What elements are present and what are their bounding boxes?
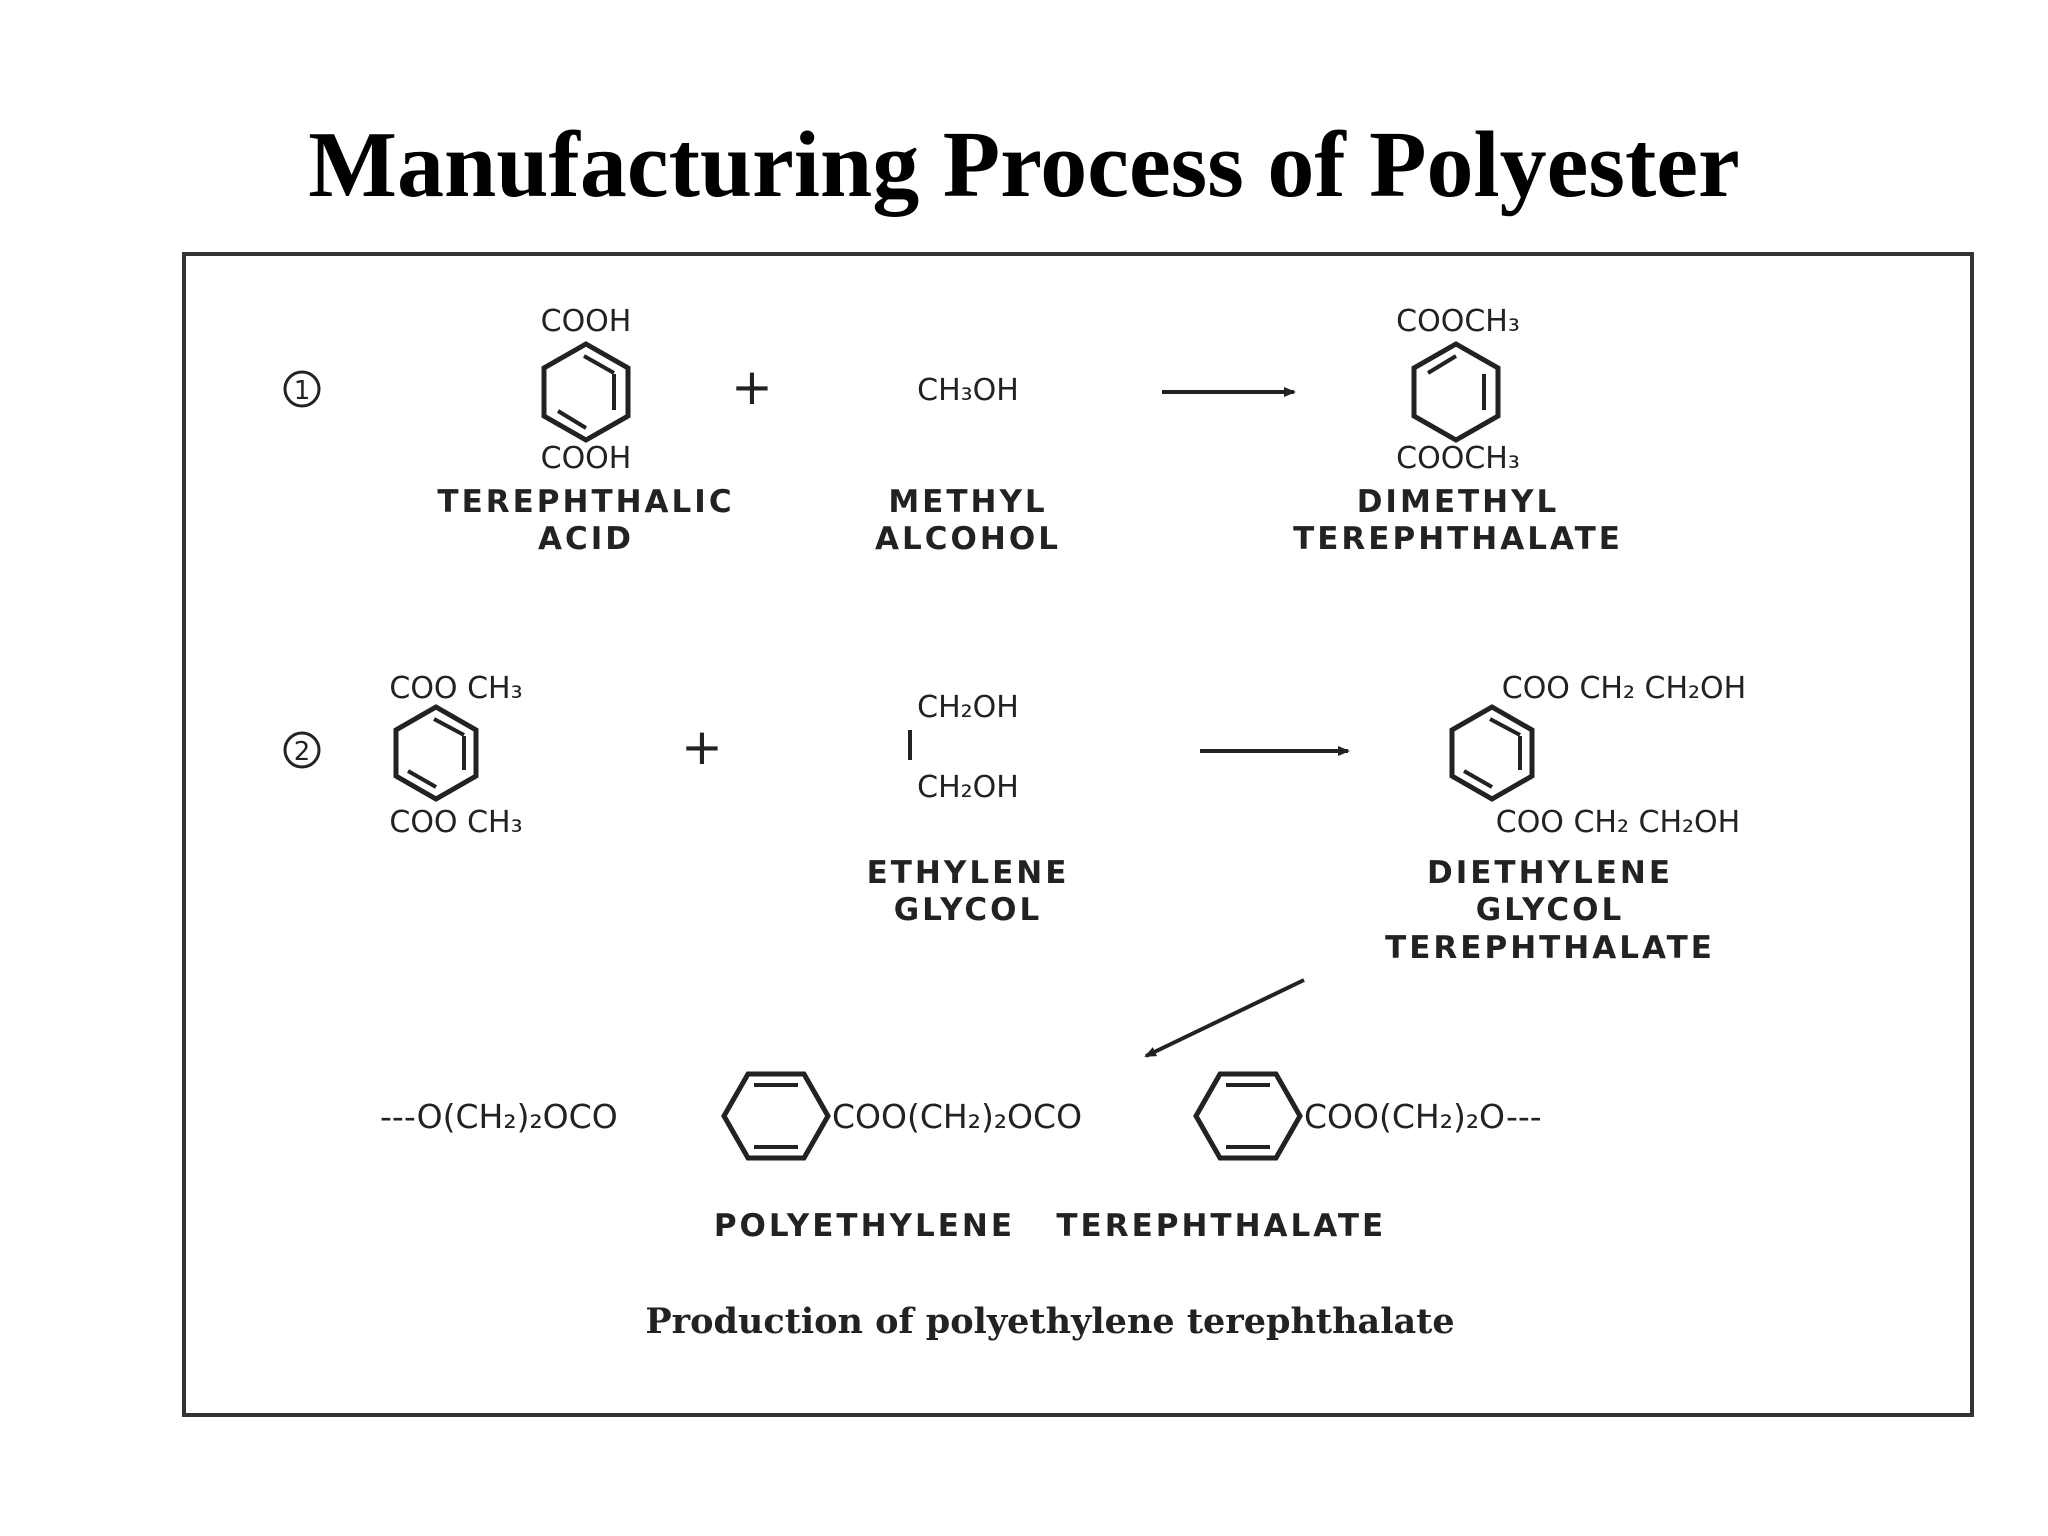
polyethylene-terephthalate: ---O(CH₂)₂OCO COO(CH₂)₂OCO COO(CH₂)₂O---… — [380, 1071, 1542, 1244]
ethylene-glycol: CH₂OH CH₂OH ETHYLENE GLYCOL — [867, 690, 1070, 928]
methyl-alcohol: CH₃OH METHYL ALCOHOL — [875, 373, 1061, 557]
polymer-label: POLYETHYLENE TEREPHTHALATE — [714, 1208, 1386, 1244]
diethylene-glycol-terephthalate: COO CH₂ CH₂OH COO CH₂ CH₂OH DIETHYLENE G… — [1385, 671, 1746, 966]
ethylene-glycol-label-2: GLYCOL — [894, 892, 1043, 928]
step-2: 2 COO CH₃ COO CH₃ + CH₂OH CH₂OH ETHYLENE… — [283, 671, 1746, 966]
polymerization-arrow — [1144, 978, 1305, 1058]
plus-sign-1: + — [731, 358, 773, 416]
plus-sign-2: + — [681, 718, 723, 776]
benzene-ring — [1449, 704, 1535, 802]
dimethyl-terephthalate-reactant: COO CH₃ COO CH₃ — [389, 671, 522, 840]
benzene-ring — [1193, 1071, 1303, 1161]
dgt-label-3: TEREPHTHALATE — [1385, 930, 1715, 966]
step-1: 1 COOH COOH TEREPHTHALIC ACID + CH₃OH ME… — [283, 304, 1623, 557]
diagram-caption: Production of polyethylene terephthalate — [645, 1301, 1454, 1342]
ethylene-glycol-label-1: ETHYLENE — [867, 855, 1070, 891]
reaction-diagram-frame: 1 COOH COOH TEREPHTHALIC ACID + CH₃OH ME… — [182, 252, 1974, 1417]
dmt-label-1: DIMETHYL — [1357, 484, 1560, 520]
step-1-marker — [283, 370, 321, 408]
reaction-diagram: 1 COOH COOH TEREPHTHALIC ACID + CH₃OH ME… — [283, 304, 1746, 1342]
dmt-bottom-group: COOCH₃ — [1396, 441, 1520, 476]
dmt2-top-group: COO CH₃ — [389, 671, 522, 706]
dmt-label-2: TEREPHTHALATE — [1293, 521, 1623, 557]
benzene-ring — [1411, 341, 1501, 443]
dmt-top-group: COOCH₃ — [1396, 304, 1520, 339]
polymer-segment-3: COO(CH₂)₂O--- — [1304, 1097, 1542, 1136]
methyl-alcohol-label-1: METHYL — [888, 484, 1047, 520]
step-1-number: 1 — [294, 376, 311, 406]
ethylene-glycol-top: CH₂OH — [917, 690, 1019, 725]
dmt2-bottom-group: COO CH₃ — [389, 805, 522, 840]
dgt-label-2: GLYCOL — [1476, 892, 1625, 928]
dgt-label-1: DIETHYLENE — [1427, 855, 1673, 891]
dimethyl-terephthalate: COOCH₃ COOCH₃ DIMETHYL TEREPHTHALATE — [1293, 304, 1623, 557]
step-2-number: 2 — [294, 737, 311, 767]
ethylene-glycol-bottom: CH₂OH — [917, 770, 1019, 805]
methyl-alcohol-formula: CH₃OH — [917, 373, 1019, 408]
benzene-ring — [393, 704, 479, 802]
polymer-segment-1: ---O(CH₂)₂OCO — [380, 1097, 618, 1136]
page-title: Manufacturing Process of Polyester — [308, 113, 1740, 217]
benzene-ring — [721, 1071, 831, 1161]
methyl-alcohol-label-2: ALCOHOL — [875, 521, 1061, 557]
terephthalic-acid: COOH COOH TEREPHTHALIC ACID — [437, 304, 734, 557]
terephthalic-acid-label-2: ACID — [538, 521, 634, 557]
terephthalic-acid-top-group: COOH — [541, 304, 632, 339]
terephthalic-acid-label-1: TEREPHTHALIC — [437, 484, 734, 520]
benzene-ring — [541, 341, 631, 443]
step-2-marker — [283, 731, 321, 769]
dgt-top-group: COO CH₂ CH₂OH — [1502, 671, 1746, 706]
polymer-segment-2: COO(CH₂)₂OCO — [832, 1097, 1082, 1136]
terephthalic-acid-bottom-group: COOH — [541, 441, 632, 476]
dgt-bottom-group: COO CH₂ CH₂OH — [1496, 805, 1740, 840]
